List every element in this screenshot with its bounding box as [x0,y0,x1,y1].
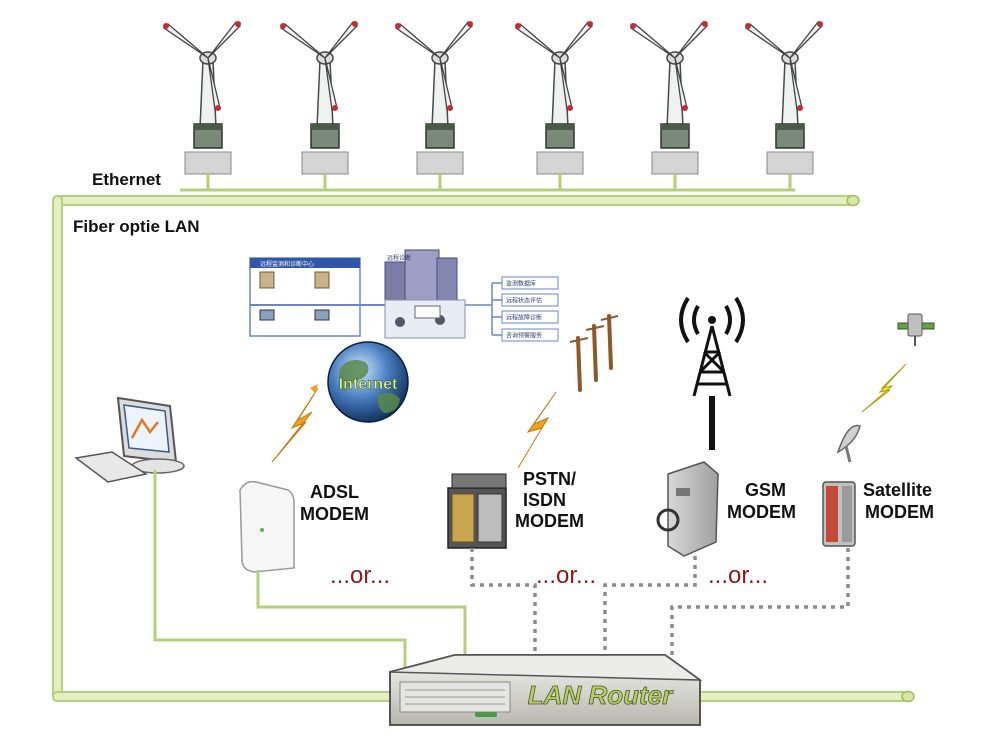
adsl-modem-line1: ADSL [310,482,359,502]
ethernet-label: Ethernet [92,170,161,189]
service-item: 监测数据库 [501,276,559,290]
center-panel [249,257,361,337]
lan-router-device: LAN Router [389,654,703,726]
service-item: 咨询预警服务 [501,328,559,342]
pstn-modem-line3: MODEM [515,511,584,531]
lightning-pstn-icon [517,391,557,469]
server-icon [259,271,275,289]
telephone-poles-icon [569,314,619,392]
service-label: 远程故障诊断 [506,314,542,322]
gsm-modem-device [656,461,719,557]
or-separator: ...or... [536,562,596,589]
internet-globe: Internet [327,341,409,423]
wind-turbines [162,21,823,190]
gsm-tower-icon [679,296,745,450]
monitoring-computer-icon [74,396,185,483]
satellite-modem-label: Satellite MODEM [863,480,937,522]
satellite-modem-line1: Satellite [863,480,932,500]
adsl-modem-line2: MODEM [300,504,369,524]
workstation-icon [314,309,330,321]
wind-turbine-icon [279,21,358,190]
fiber-lan-label: Fiber optie LAN [73,217,200,236]
service-item: 远程故障诊断 [501,310,559,324]
wind-turbine-icon [629,21,708,190]
operator-icon [395,317,405,327]
pstn-modem-line1: PSTN/ [523,469,576,489]
pstn-modem-line2: ISDN [523,490,566,510]
center-panel-title: 远程监测和诊断中心 [260,260,314,268]
service-item: 远程状态评估 [501,293,559,307]
router-label: LAN Router [528,680,674,710]
arrow-up-icon [310,384,318,393]
service-label: 远程状态评估 [506,297,542,305]
gsm-modem-line1: GSM [745,480,786,500]
building-title: 远程诊断 [387,254,411,262]
satellite-icon [897,313,935,346]
lightning-satellite-icon [861,363,907,413]
gsm-modem-line2: MODEM [727,502,796,522]
or-separator: ...or... [330,562,390,589]
wired-links [153,470,467,672]
satellite-modem-device [822,481,856,547]
satellite-modem-line2: MODEM [865,502,934,522]
service-label: 监测数据库 [506,280,536,288]
workstation-icon [259,309,275,321]
fiber-lan-frame [52,194,915,703]
wind-turbine-icon [394,21,473,190]
server-icon [314,271,330,289]
keyboard-icon [74,451,148,483]
or-separator: ...or... [708,562,768,589]
internet-label: Internet [339,376,398,393]
gsm-modem-label: GSM MODEM [727,480,796,522]
pstn-modem-device [447,473,507,549]
adsl-modem-label: ADSL MODEM [300,482,369,524]
dotted-links [470,548,850,655]
adsl-modem-device [239,480,295,573]
wind-turbine-icon [744,21,823,190]
pstn-modem-label: PSTN/ ISDN MODEM [515,469,584,531]
wind-turbine-icon [514,21,593,190]
service-label: 咨询预警服务 [506,332,542,340]
status-led-icon [475,712,497,717]
wind-turbine-icon [162,21,241,190]
lightning-adsl-icon [271,387,319,463]
satellite-dish-icon [836,424,861,463]
